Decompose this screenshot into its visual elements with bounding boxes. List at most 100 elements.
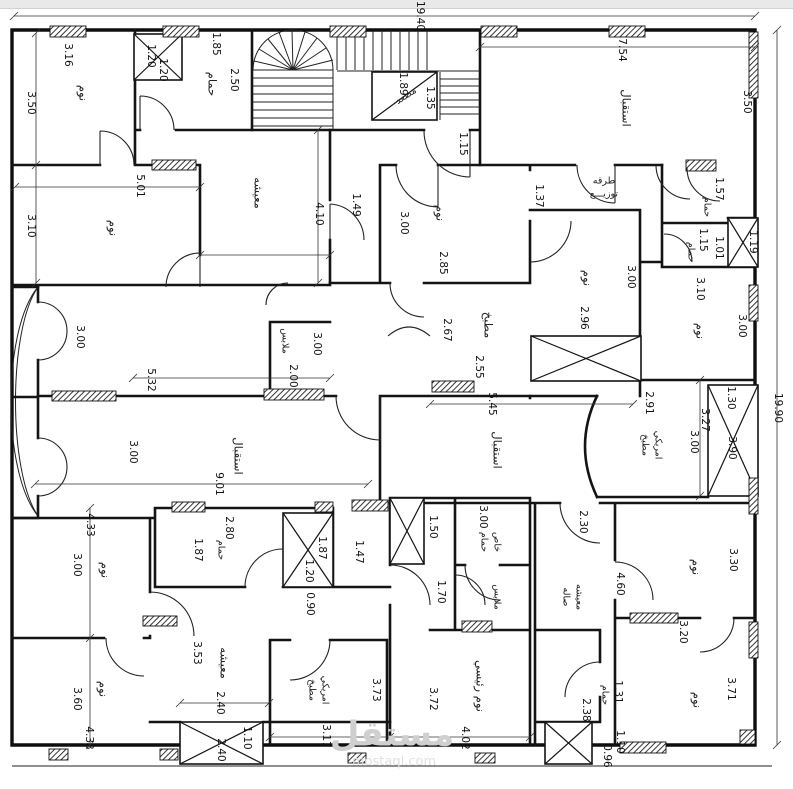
dimension-label: 3.30 — [727, 548, 739, 571]
dimension-label: 3.00 — [736, 314, 748, 337]
dimension-label: 1.20 — [145, 44, 157, 67]
stair-core — [250, 28, 482, 167]
door-arcs — [99, 95, 735, 698]
dimension-label: 3.73 — [370, 678, 382, 701]
room-label: توزيـــع — [590, 189, 619, 200]
dimension-label: 1.10 — [614, 730, 626, 753]
dimension-label: 3.50 — [25, 91, 37, 114]
dimension-label: 0.90 — [304, 592, 316, 615]
room-label: مطبخ — [307, 679, 318, 701]
dimension-label: 1.31 — [612, 680, 624, 703]
dimension-label: 2.91 — [643, 391, 655, 414]
dimension-label: 3.00 — [688, 430, 700, 453]
room-label: نوم — [433, 205, 448, 221]
balcony — [10, 285, 68, 518]
dimension-label: 3.20 — [677, 620, 689, 643]
room-label: نوم — [98, 562, 113, 578]
dimension-label: 2.85 — [437, 251, 449, 274]
watermark-subtext: mostaql.com — [352, 755, 436, 770]
dimension-label: 2.38 — [580, 698, 592, 721]
dimension-label: 19.90 — [772, 393, 784, 423]
dimension-label: 3.00 — [398, 211, 410, 234]
dimension-label: 3.50 — [741, 90, 753, 113]
dimension-label: 1.01 — [713, 236, 725, 259]
dimension-label: 19.40 — [414, 1, 426, 31]
dimension-label: 1.47 — [353, 540, 365, 563]
dimension-label: 3.60 — [71, 687, 83, 710]
page-top-strip — [0, 0, 793, 9]
room-label: امريكي — [653, 431, 664, 460]
dimension-label: 3.17 — [320, 724, 332, 747]
room-label: حمام — [702, 197, 713, 217]
room-label: نوم — [693, 323, 708, 339]
dimension-label: 5.45 — [486, 392, 498, 415]
dimension-label: 1.20 — [303, 559, 315, 582]
dimension-label: 2.55 — [473, 355, 485, 378]
room-label: استقبال — [620, 89, 634, 126]
dimension-label: 3.00 — [71, 553, 83, 576]
room-label: مطبخ — [640, 434, 651, 456]
room-label: نوم رئيسي — [473, 660, 488, 712]
interior-walls — [10, 28, 757, 747]
dimension-label: 1.20 — [157, 58, 169, 81]
dimension-label: 1.89 — [397, 72, 409, 95]
room-label: حمام — [479, 532, 490, 552]
dimension-label: 4.33 — [84, 513, 96, 536]
dimension-label: 3.00 — [311, 332, 323, 355]
dimension-label: 4.02 — [459, 726, 471, 749]
dimension-label: 1.37 — [533, 184, 545, 207]
elevator — [371, 71, 438, 121]
dimension-label: 3.71 — [725, 677, 737, 700]
dimension-label: 1.35 — [424, 86, 436, 109]
dimension-label: 1.70 — [435, 580, 447, 603]
dimension-label: 1.10 — [241, 726, 253, 749]
dimension-label: 1.87 — [192, 538, 204, 561]
dimension-label: 5.32 — [145, 368, 157, 391]
dimension-label: 3.00 — [127, 440, 139, 463]
room-label: حمام — [600, 685, 611, 705]
dimension-label: 2.30 — [577, 510, 589, 533]
room-label: حمام — [216, 540, 227, 560]
dimension-label: 1.85 — [210, 32, 222, 55]
dimension-label: 1.49 — [350, 193, 362, 216]
dimension-label: 9.01 — [213, 472, 225, 495]
dimension-label: 4.10 — [313, 202, 325, 225]
dimension-label: 3.00 — [74, 325, 86, 348]
dimension-label: 1.50 — [427, 515, 439, 538]
room-label: مطبخ — [482, 312, 496, 339]
room-label: نوم — [106, 220, 121, 236]
watermark-text: مستقل — [330, 715, 454, 755]
dimension-label: 3.10 — [25, 214, 37, 237]
dimension-label: 3.10 — [694, 277, 706, 300]
dimension-label: 0.96 — [601, 744, 613, 768]
room-label: معيشه — [574, 584, 585, 610]
room-label: معيشه — [218, 647, 232, 679]
dimension-label: 7.54 — [616, 38, 628, 62]
room-label: امريكي — [320, 676, 331, 705]
dimension-label: 5.01 — [134, 174, 146, 197]
dimension-label: 1.30 — [725, 386, 737, 409]
dimension-label: 2.40 — [215, 738, 227, 761]
dimension-label: 4.33 — [83, 726, 95, 749]
room-label: معيشه — [252, 177, 266, 209]
outer-walls — [10, 28, 772, 767]
room-label: صاله — [561, 588, 572, 607]
dimension-label: 3.72 — [427, 687, 439, 710]
dimension-label: 3.27 — [699, 408, 711, 431]
room-label: نوم — [690, 692, 705, 708]
dimension-label: 2.40 — [214, 691, 226, 714]
room-label: ملابس — [280, 328, 291, 354]
room-label: نوم — [689, 559, 704, 575]
dimension-label: 1.87 — [316, 536, 328, 559]
dimension-label: 4.60 — [614, 572, 626, 595]
dimension-label: 2.50 — [228, 68, 240, 91]
room-label: حمام — [206, 72, 220, 96]
watermark: مستقل mostaql.com — [330, 715, 454, 770]
room-label: نوم — [76, 85, 91, 101]
room-label: نوم — [580, 270, 595, 286]
room-label: استقبال — [232, 437, 246, 474]
dimension-label: 3.00 — [625, 265, 637, 288]
